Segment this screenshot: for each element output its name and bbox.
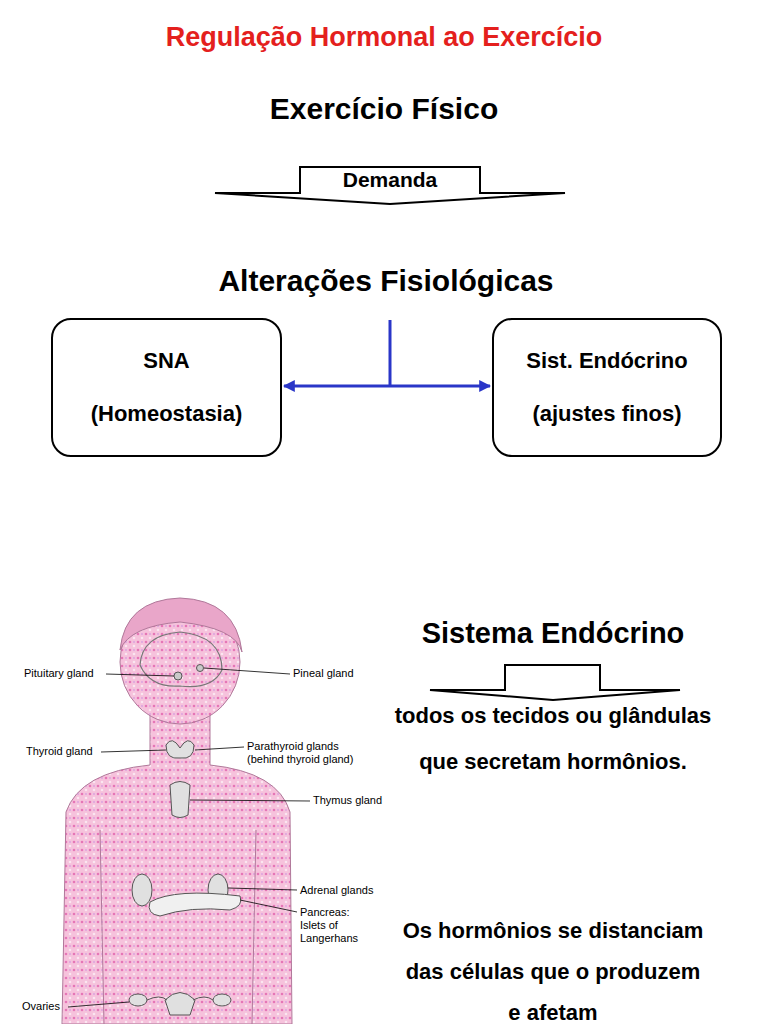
- illustration-label: Ovaries: [22, 1000, 60, 1013]
- illustration-label: Pituitary gland: [24, 667, 94, 680]
- node-text: Demanda: [343, 168, 438, 192]
- title: Regulação Hormonal ao Exercício: [0, 22, 768, 53]
- node-text: (ajustes finos): [532, 401, 681, 427]
- demand-arrow-shape: [215, 167, 565, 204]
- illustration-label: Adrenal glands: [300, 884, 373, 897]
- split-arrow: [284, 385, 490, 388]
- demand-arrow-box: Demanda: [300, 167, 480, 193]
- heading-text: Alterações Fisiológicas: [0, 264, 768, 298]
- body-text: Os hormônios se distanciam das células q…: [398, 910, 708, 1024]
- node-text: (Homeostasia): [91, 401, 243, 427]
- body-illustration: [62, 598, 292, 1024]
- down-arrow-shape: [430, 665, 680, 700]
- node-text: Sist. Endócrino: [526, 348, 687, 374]
- illustration-label: Thyroid gland: [26, 745, 93, 758]
- arrow-stem: [389, 320, 392, 386]
- illustration-label: Parathyroid glands (behind thyroid gland…: [247, 740, 372, 766]
- heading-text: Exercício Físico: [0, 92, 768, 126]
- illustration-label: Pineal gland: [293, 667, 354, 680]
- body-text: todos os tecidos ou glândulas que secret…: [388, 693, 718, 785]
- node-text: SNA: [143, 348, 189, 374]
- endocrine-box: Sist. Endócrino (ajustes finos): [492, 318, 722, 457]
- leader-lines: [68, 668, 310, 1007]
- illustration-label: Thymus gland: [313, 794, 382, 807]
- illustration-label: Pancreas: Islets of Langerhans: [300, 906, 368, 945]
- sna-box: SNA (Homeostasia): [51, 318, 282, 457]
- heading-text: Sistema Endócrino: [378, 617, 728, 650]
